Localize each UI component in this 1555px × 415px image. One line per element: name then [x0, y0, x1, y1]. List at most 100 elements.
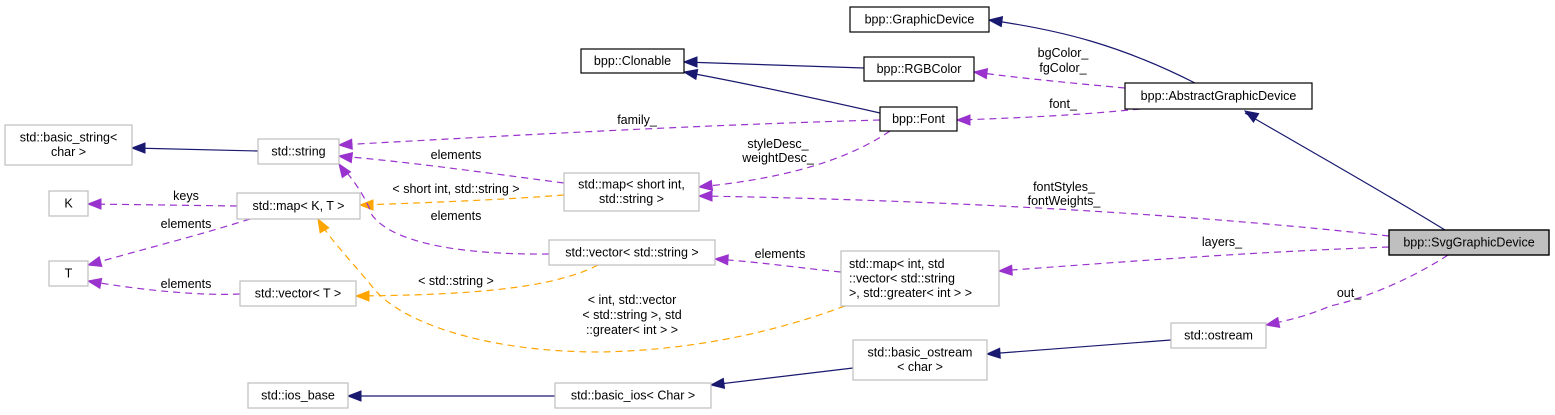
edge-mapKT-to-K	[86, 198, 238, 210]
class-node-map_short[interactable]: std::map< short int,std::string >	[563, 172, 700, 212]
edge-ostream-to-basic_ostream	[985, 339, 1172, 359]
edge-label: bgColor_	[1038, 46, 1090, 60]
class-node-string[interactable]: std::string	[257, 138, 340, 165]
template-arrowhead-icon	[358, 199, 374, 211]
use-arrowhead-icon	[337, 151, 354, 164]
edge-rgbcolor-to-clonable	[682, 56, 865, 69]
class-name-text: < char >	[897, 360, 943, 374]
class-node-svggraphicdevice[interactable]: bpp::SvgGraphicDevice	[1388, 229, 1550, 256]
use-edge-line	[714, 258, 842, 273]
edge-label: elements	[755, 247, 806, 261]
class-name-text: std::basic_string<	[20, 131, 118, 145]
template-edge-line	[317, 218, 846, 353]
use-edge-line	[698, 195, 1390, 237]
edge-label: fontWeights_	[1028, 194, 1102, 208]
inherit-arrowhead-icon	[346, 390, 362, 402]
edge-label: < int, std::vector	[588, 293, 677, 307]
class-box	[879, 106, 958, 132]
class-node-ostream[interactable]: std::ostream	[1170, 322, 1267, 349]
edge-label: elements	[431, 209, 482, 223]
class-box	[48, 190, 89, 217]
use-arrowhead-icon	[337, 138, 353, 150]
edge-label: out_	[1337, 286, 1362, 300]
edge-svggraphicdevice-to-ostream	[1264, 254, 1449, 328]
use-arrowhead-icon	[713, 254, 729, 266]
class-node-clonable[interactable]: bpp::Clonable	[580, 48, 685, 74]
use-arrowhead-icon	[997, 264, 1013, 276]
class-node-rgbcolor[interactable]: bpp::RGBColor	[863, 56, 975, 82]
edge-label: elements	[431, 148, 482, 162]
edge-string-to-basic_string	[130, 142, 259, 154]
class-name-text: std::basic_ios< Char >	[571, 388, 695, 402]
use-arrowhead-icon	[86, 255, 103, 268]
edge-map_int-to-mapKT	[317, 217, 846, 353]
use-edge-line	[87, 280, 241, 295]
class-node-basic_ostream[interactable]: std::basic_ostream< char >	[852, 339, 988, 381]
class-name-text: bpp::Font	[892, 112, 945, 126]
class-node-vector_string[interactable]: std::vector< std::string >	[548, 239, 716, 266]
edge-abstractgraphicdevice-to-rgbcolor	[972, 67, 1126, 89]
class-name-text: bpp::GraphicDevice	[865, 12, 975, 26]
edge-label: layers_	[1202, 235, 1243, 249]
edge-font-to-clonable	[682, 68, 881, 114]
class-box	[1388, 229, 1550, 256]
use-edge-line	[338, 119, 881, 146]
class-box	[4, 124, 133, 166]
inherit-arrowhead-icon	[682, 56, 698, 68]
class-box	[1170, 322, 1267, 349]
use-arrowhead-icon	[86, 277, 103, 290]
inherit-arrowhead-icon	[985, 347, 1001, 359]
class-box	[1124, 82, 1313, 110]
class-name-text: std::map< int, std	[849, 257, 945, 271]
class-name-text: >, std::greater< int > >	[849, 286, 972, 300]
class-node-graphicdevice[interactable]: bpp::GraphicDevice	[849, 6, 990, 33]
template-arrowhead-icon	[317, 217, 330, 234]
class-box	[863, 56, 975, 82]
edge-label: < std::string >	[418, 274, 494, 288]
edge-font-to-string	[337, 119, 881, 150]
class-box	[548, 239, 716, 266]
inherit-edge-line	[710, 367, 854, 386]
use-edge-line	[998, 246, 1390, 272]
class-node-font[interactable]: bpp::Font	[879, 106, 958, 132]
use-edge-line	[87, 203, 238, 207]
edge-label: fontStyles_	[1033, 180, 1096, 194]
edge-abstractgraphicdevice-to-font	[955, 108, 1141, 126]
class-node-vectorT[interactable]: std::vector< T >	[239, 280, 357, 307]
edge-svggraphicdevice-to-map_short	[697, 190, 1390, 237]
class-name-text: std::map< K, T >	[253, 199, 345, 213]
class-node-map_int[interactable]: std::map< int, std::vector< std::string …	[840, 250, 1000, 307]
class-name-text: bpp::SvgGraphicDevice	[1403, 235, 1534, 249]
class-name-text: char >	[51, 145, 86, 159]
class-node-ios_base[interactable]: std::ios_base	[247, 382, 349, 409]
use-edge-line	[1265, 254, 1449, 326]
inherit-edge-line	[1244, 112, 1446, 231]
class-name-text: std::ios_base	[261, 388, 335, 402]
use-edge-line	[698, 130, 891, 188]
class-node-abstractgraphicdevice[interactable]: bpp::AbstractGraphicDevice	[1124, 82, 1313, 110]
class-name-text: bpp::AbstractGraphicDevice	[1141, 89, 1297, 103]
inherit-arrowhead-icon	[1243, 110, 1260, 123]
use-edge-line	[338, 163, 550, 255]
inherit-edge-line	[683, 71, 881, 114]
class-node-basic_string[interactable]: std::basic_string<char >	[4, 124, 133, 166]
class-box	[852, 339, 988, 381]
edge-basic_ostream-to-basic_ios	[709, 367, 854, 390]
class-node-T[interactable]: T	[48, 260, 89, 287]
class-name-text: T	[65, 266, 73, 280]
class-node-basic_ios[interactable]: std::basic_ios< Char >	[554, 382, 712, 409]
edge-vectorT-to-T	[86, 277, 241, 295]
template-arrowhead-icon	[354, 290, 370, 302]
class-name-text: std::string	[271, 144, 325, 158]
template-edge-line	[359, 194, 565, 206]
class-node-K[interactable]: K	[48, 190, 89, 217]
edge-vector_string-to-string	[338, 162, 550, 255]
edge-label: < short int, std::string >	[392, 182, 519, 196]
class-name-text: std::basic_ostream	[868, 346, 973, 360]
class-node-mapKT[interactable]: std::map< K, T >	[236, 192, 361, 220]
edge-label: family_	[617, 113, 658, 127]
edge-label: styleDesc_	[747, 137, 809, 151]
inherit-arrowhead-icon	[682, 68, 699, 81]
edge-map_int-to-vector_string	[713, 254, 842, 273]
class-box	[554, 382, 712, 409]
